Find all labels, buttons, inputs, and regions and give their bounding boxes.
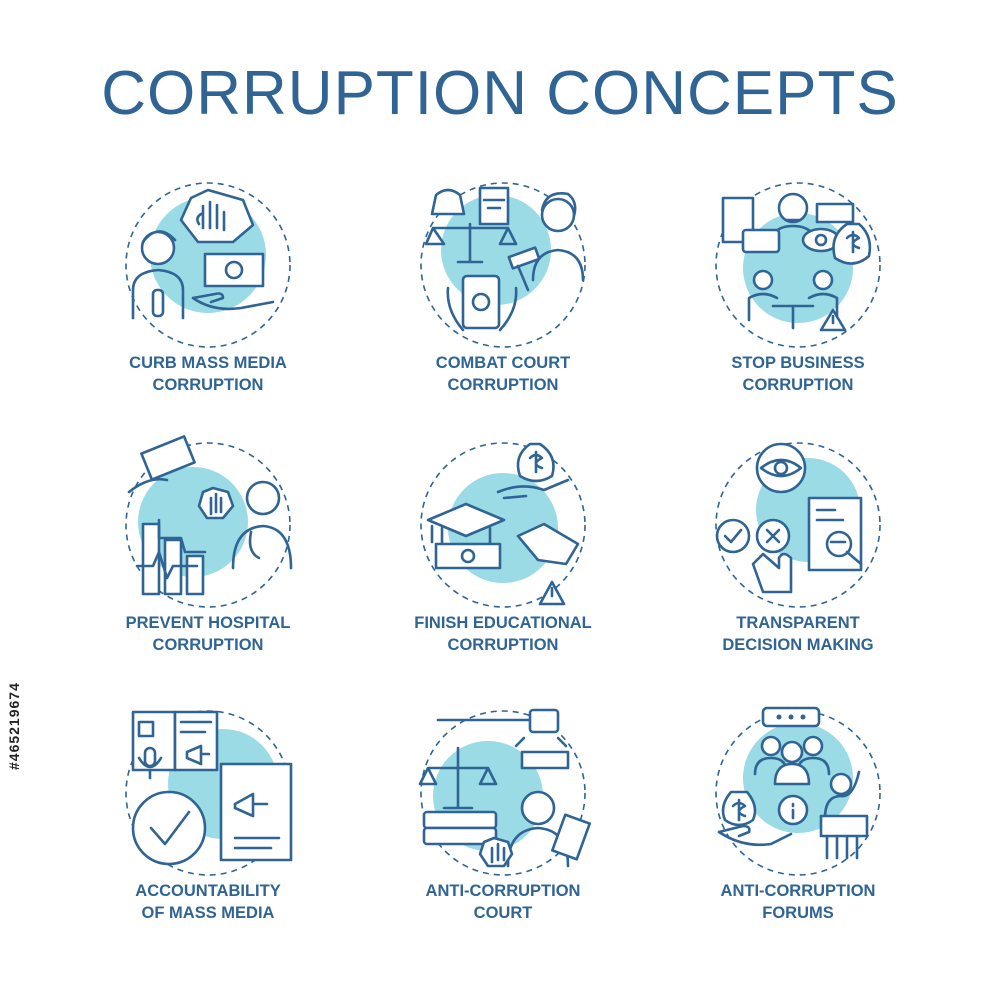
page-title: CORRUPTION CONCEPTS	[101, 59, 899, 128]
doctor-heart-chart-bribe-icon	[125, 435, 293, 608]
scales-law-book-gavel-judge-icon	[420, 182, 586, 348]
newspaper-checkmark-microphone-icon	[125, 710, 293, 876]
eye-check-cross-document-icon	[715, 442, 881, 608]
audience-speaker-podium-money-icon	[715, 706, 881, 876]
stock-id-watermark: #465219674	[6, 682, 22, 770]
shield-stop-hand-reporter-money-icon	[125, 182, 291, 348]
businessman-briefcase-money-bag-icon	[715, 182, 881, 348]
graduation-cap-handshake-money-icon	[420, 442, 586, 608]
gavel-scales-book-judge-icon	[418, 708, 592, 876]
